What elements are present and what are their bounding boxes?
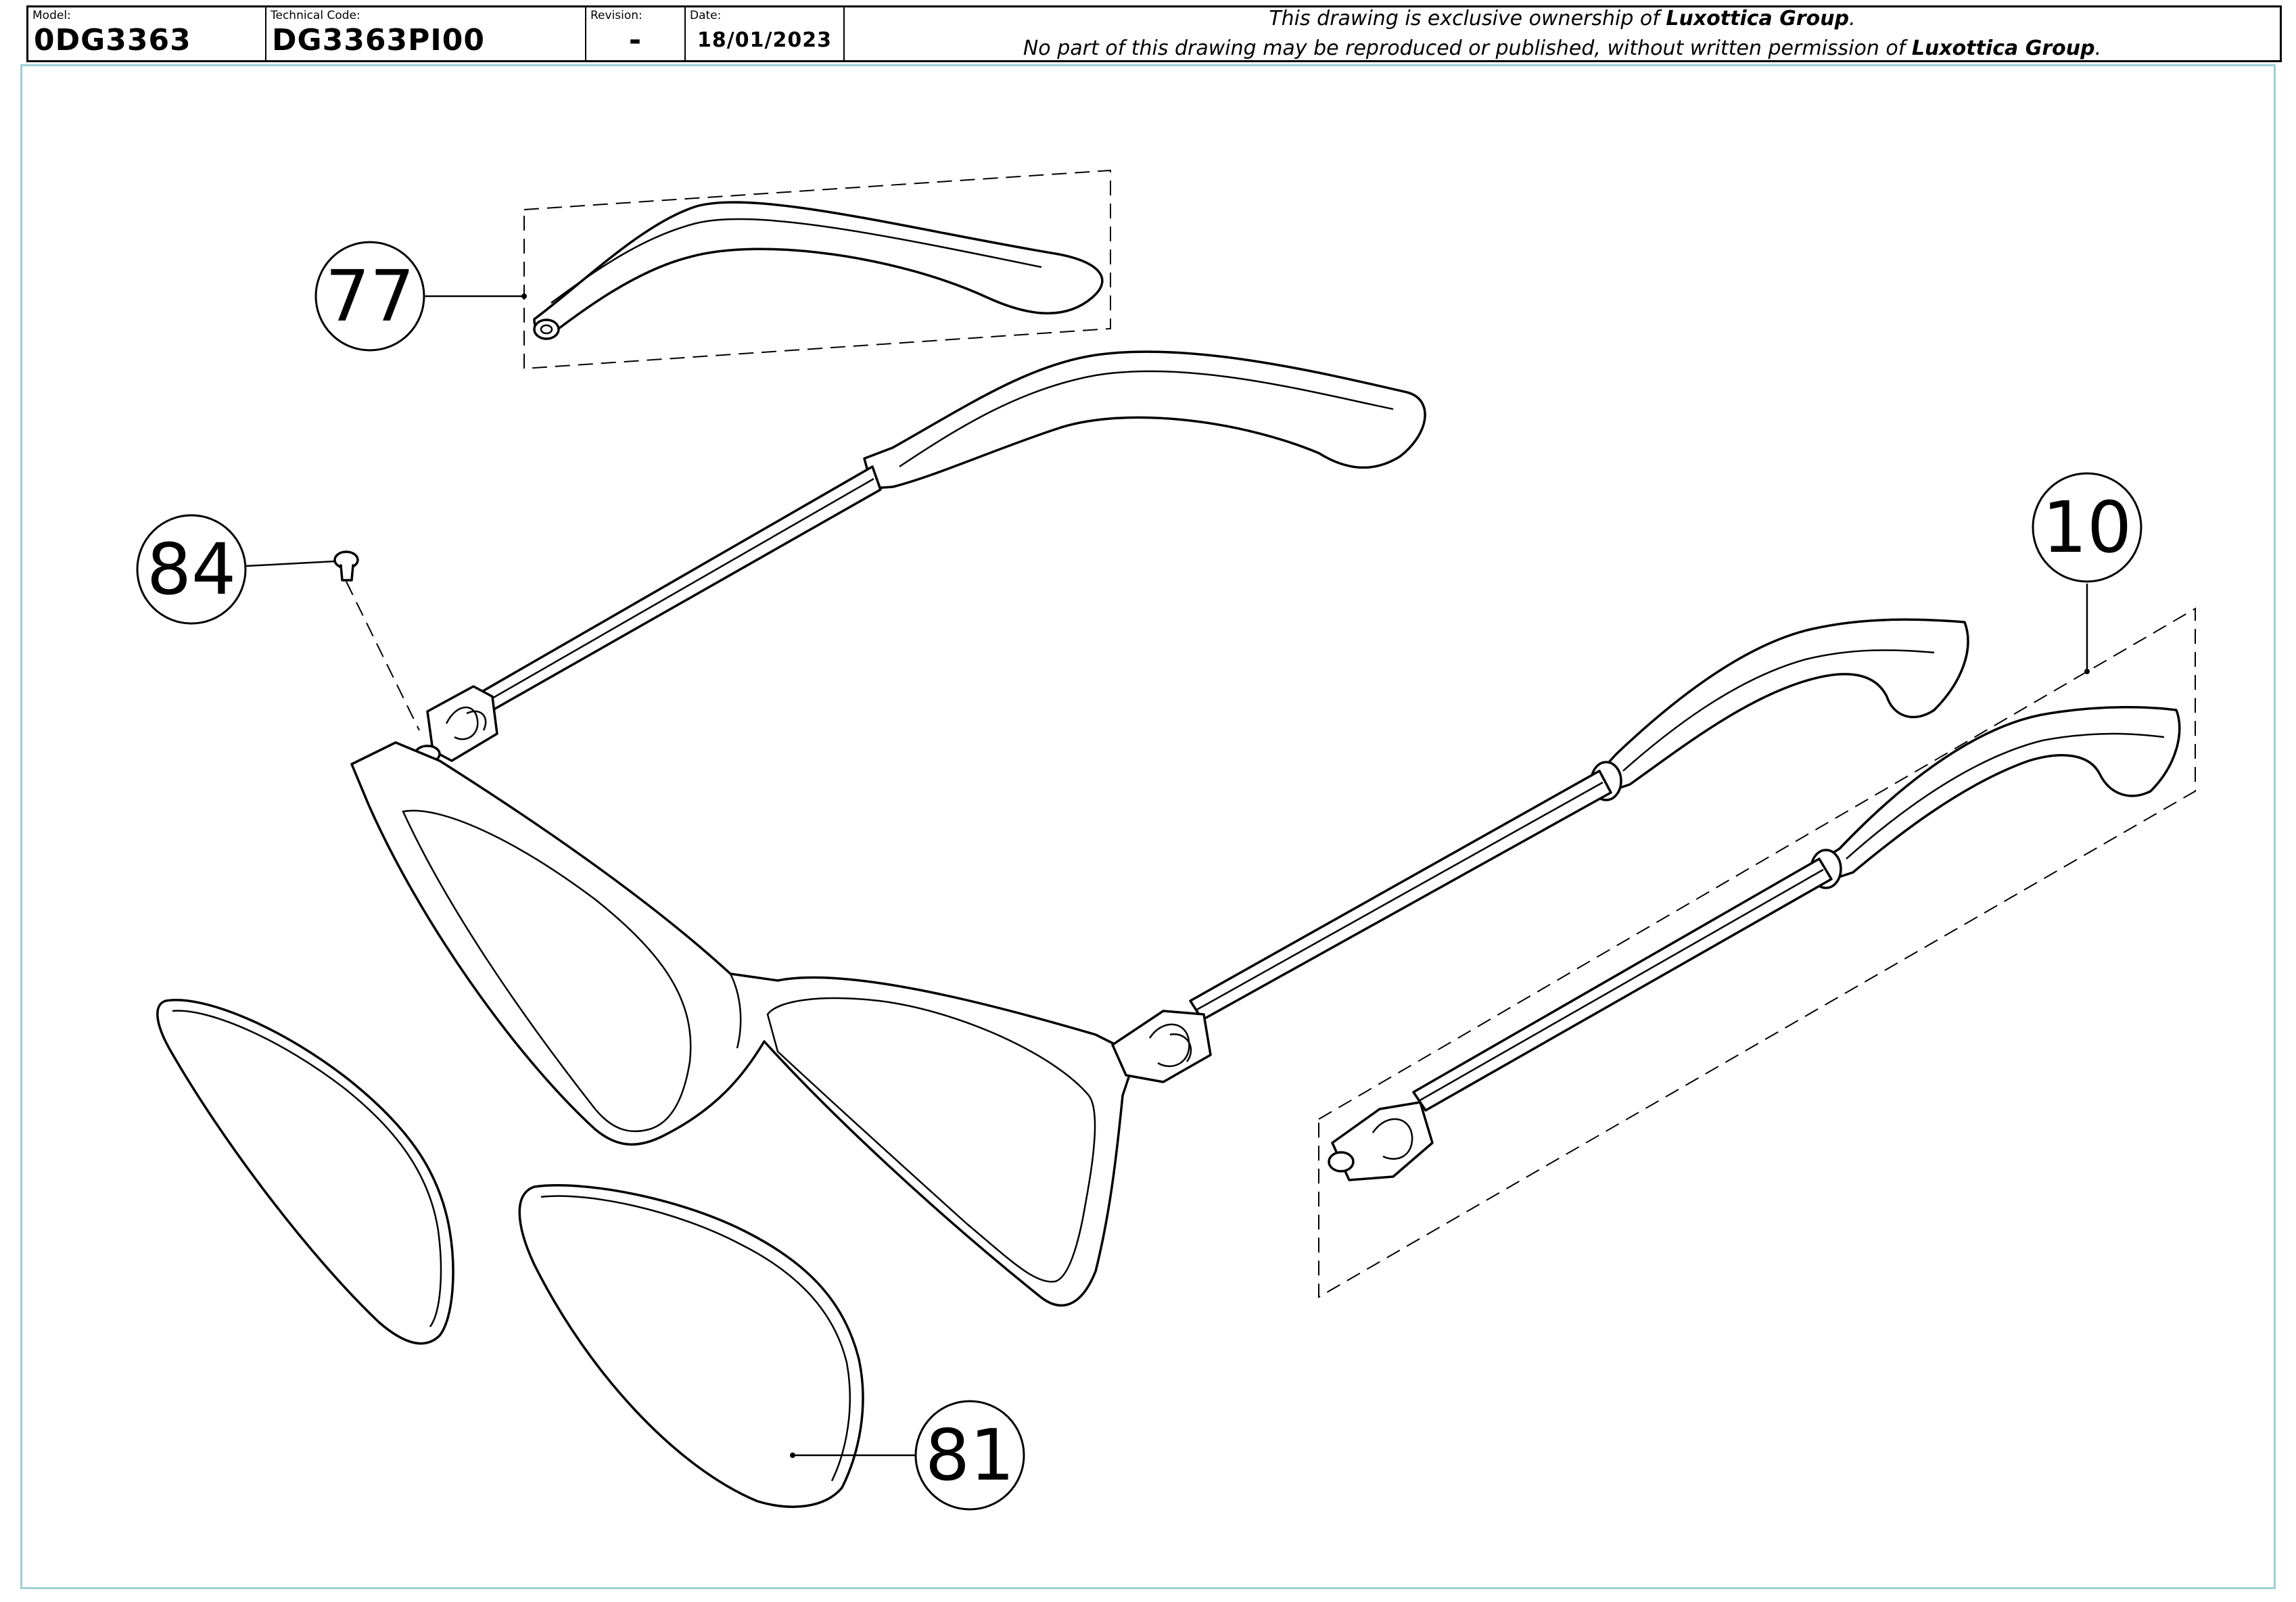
notice-line-1: This drawing is exclusive ownership of L…: [1269, 7, 1856, 30]
lens-parts: [156, 999, 864, 1508]
company-name: Luxottica Group: [1666, 7, 1850, 30]
screw-assembly-line: [346, 581, 420, 731]
front-frame: [350, 741, 1138, 1307]
technical-code-cell: Technical Code: DG3363PI00: [266, 7, 586, 60]
temple-tip-detail: [523, 169, 1111, 370]
technical-code-value: DG3363PI00: [272, 23, 485, 57]
spare-hinge-block: [1331, 1101, 1434, 1181]
title-block: Model: 0DG3363 Technical Code: DG3363PI0…: [26, 5, 2282, 62]
left-lens-opening: [402, 809, 692, 1133]
right-lens-opening: [766, 997, 1096, 1283]
spare-hinge-hole: [1328, 1151, 1355, 1173]
callout-number: 84: [147, 528, 236, 611]
far-hinge: [414, 685, 498, 763]
company-name: Luxottica Group: [1911, 37, 2095, 60]
temple-tip-part: [533, 201, 1104, 336]
ownership-notice: This drawing is exclusive ownership of L…: [845, 7, 2280, 60]
callout-balloon: [2032, 472, 2142, 583]
date-label: Date:: [690, 9, 722, 22]
model-value: 0DG3363: [34, 23, 191, 57]
technical-code-label: Technical Code:: [271, 9, 360, 22]
revision-cell: Revision: -: [586, 7, 686, 60]
model-label: Model:: [32, 9, 71, 22]
screw-part: [333, 550, 420, 731]
right-lens: [518, 1184, 864, 1508]
far-temple: [472, 350, 1426, 715]
left-lens: [156, 999, 454, 1345]
bridge-edge: [729, 973, 742, 1049]
model-cell: Model: 0DG3363: [28, 7, 266, 60]
callout-number: 81: [925, 1414, 1014, 1497]
date-value: 18/01/2023: [697, 28, 832, 52]
callout-81: 81: [914, 1400, 1025, 1511]
callout-77: 77: [314, 241, 425, 352]
notice-line-2: No part of this drawing may be reproduce…: [1023, 37, 2102, 60]
near-temple: [1111, 618, 1969, 1083]
detail-box-dashed: [523, 169, 1111, 370]
sheet-border: [20, 64, 2276, 1589]
revision-label: Revision:: [590, 9, 642, 22]
dg-logo-spare: [1372, 1118, 1413, 1160]
temple-detail: [1318, 607, 2196, 1298]
callout-balloon: [914, 1400, 1025, 1511]
callout-balloon: [136, 514, 247, 625]
near-temple-tip: [1595, 618, 1969, 793]
dg-logo-far: [445, 706, 479, 740]
frame-front-outline: [350, 741, 1138, 1307]
spare-temple-tip: [1811, 706, 2181, 880]
detail-box-dashed: [1318, 607, 2196, 1298]
callout-balloon: [314, 241, 425, 352]
date-cell: Date: 18/01/2023: [686, 7, 845, 60]
far-temple-tip: [863, 350, 1426, 490]
temple-tip-socket: [533, 319, 560, 340]
callout-leaders: [245, 293, 2090, 1458]
near-hinge-block: [1111, 1010, 1212, 1083]
callout-84: 84: [136, 514, 247, 625]
callout-number: 10: [2042, 486, 2132, 569]
screw-thread: [339, 564, 354, 582]
callout-10: 10: [2032, 472, 2142, 583]
callout-number: 77: [325, 255, 415, 337]
temple-tip-edge: [550, 218, 1042, 304]
far-temple-arm: [472, 465, 882, 715]
revision-value: -: [628, 23, 642, 57]
